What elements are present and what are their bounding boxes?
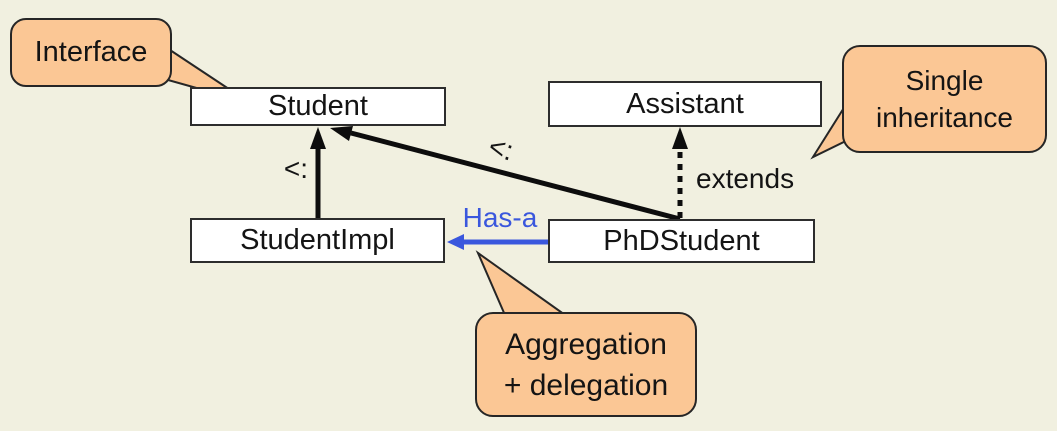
class-box-student-label: Student <box>268 90 368 122</box>
class-box-phdstudent: PhDStudent <box>548 219 815 263</box>
aggregation-callout: Aggregation + delegation <box>475 312 697 417</box>
subtype-arrow-studentimpl-student <box>310 127 326 218</box>
class-box-studentimpl: StudentImpl <box>190 218 445 263</box>
subtype-label-left: <: <box>283 153 309 184</box>
interface-callout: Interface <box>10 18 172 87</box>
single-inheritance-line1: Single <box>905 65 984 96</box>
has-a-label: Has-a <box>462 202 538 233</box>
aggregation-callout-line1: Aggregation <box>505 327 667 361</box>
class-box-assistant: Assistant <box>548 81 822 127</box>
has-a-arrow-phdstudent-studentimpl <box>447 234 548 250</box>
single-inheritance-line2: inheritance <box>876 102 1013 133</box>
aggregation-callout-line2: + delegation <box>503 368 669 402</box>
interface-callout-text: Interface <box>34 36 148 68</box>
extends-label: extends <box>696 163 795 194</box>
extends-arrow-phdstudent-assistant <box>672 127 688 218</box>
single-inheritance-callout: Single inheritance <box>842 45 1047 153</box>
class-box-student: Student <box>190 87 446 126</box>
class-box-phdstudent-label: PhDStudent <box>603 224 760 257</box>
class-box-studentimpl-label: StudentImpl <box>240 224 395 256</box>
class-box-assistant-label: Assistant <box>626 87 744 120</box>
subtype-arrow-phdstudent-student <box>330 126 681 222</box>
